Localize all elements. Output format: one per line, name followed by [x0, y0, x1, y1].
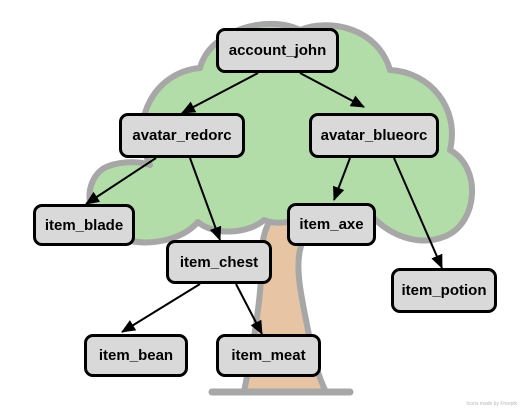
- image-credit: Icons made by Freepik: [466, 401, 517, 407]
- node-label: account_john: [228, 42, 327, 59]
- node-item-chest: item_chest: [166, 240, 272, 284]
- node-item-axe: item_axe: [287, 203, 376, 246]
- node-item-meat: item_meat: [216, 334, 321, 377]
- node-label: item_axe: [299, 216, 364, 233]
- node-label: avatar_redorc: [132, 127, 232, 144]
- node-avatar-redorc: avatar_redorc: [119, 113, 245, 158]
- node-label: item_meat: [231, 347, 306, 364]
- node-item-blade: item_blade: [33, 204, 135, 246]
- node-label: avatar_blueorc: [320, 127, 428, 144]
- node-label: item_bean: [98, 347, 174, 364]
- node-item-potion: item_potion: [391, 268, 497, 313]
- node-label: item_blade: [44, 216, 124, 234]
- node-label: item_chest: [179, 253, 259, 271]
- node-avatar-blueorc: avatar_blueorc: [309, 113, 439, 158]
- node-account-john: account_john: [216, 28, 339, 73]
- node-item-bean: item_bean: [84, 334, 188, 377]
- node-label: item_potion: [401, 282, 487, 299]
